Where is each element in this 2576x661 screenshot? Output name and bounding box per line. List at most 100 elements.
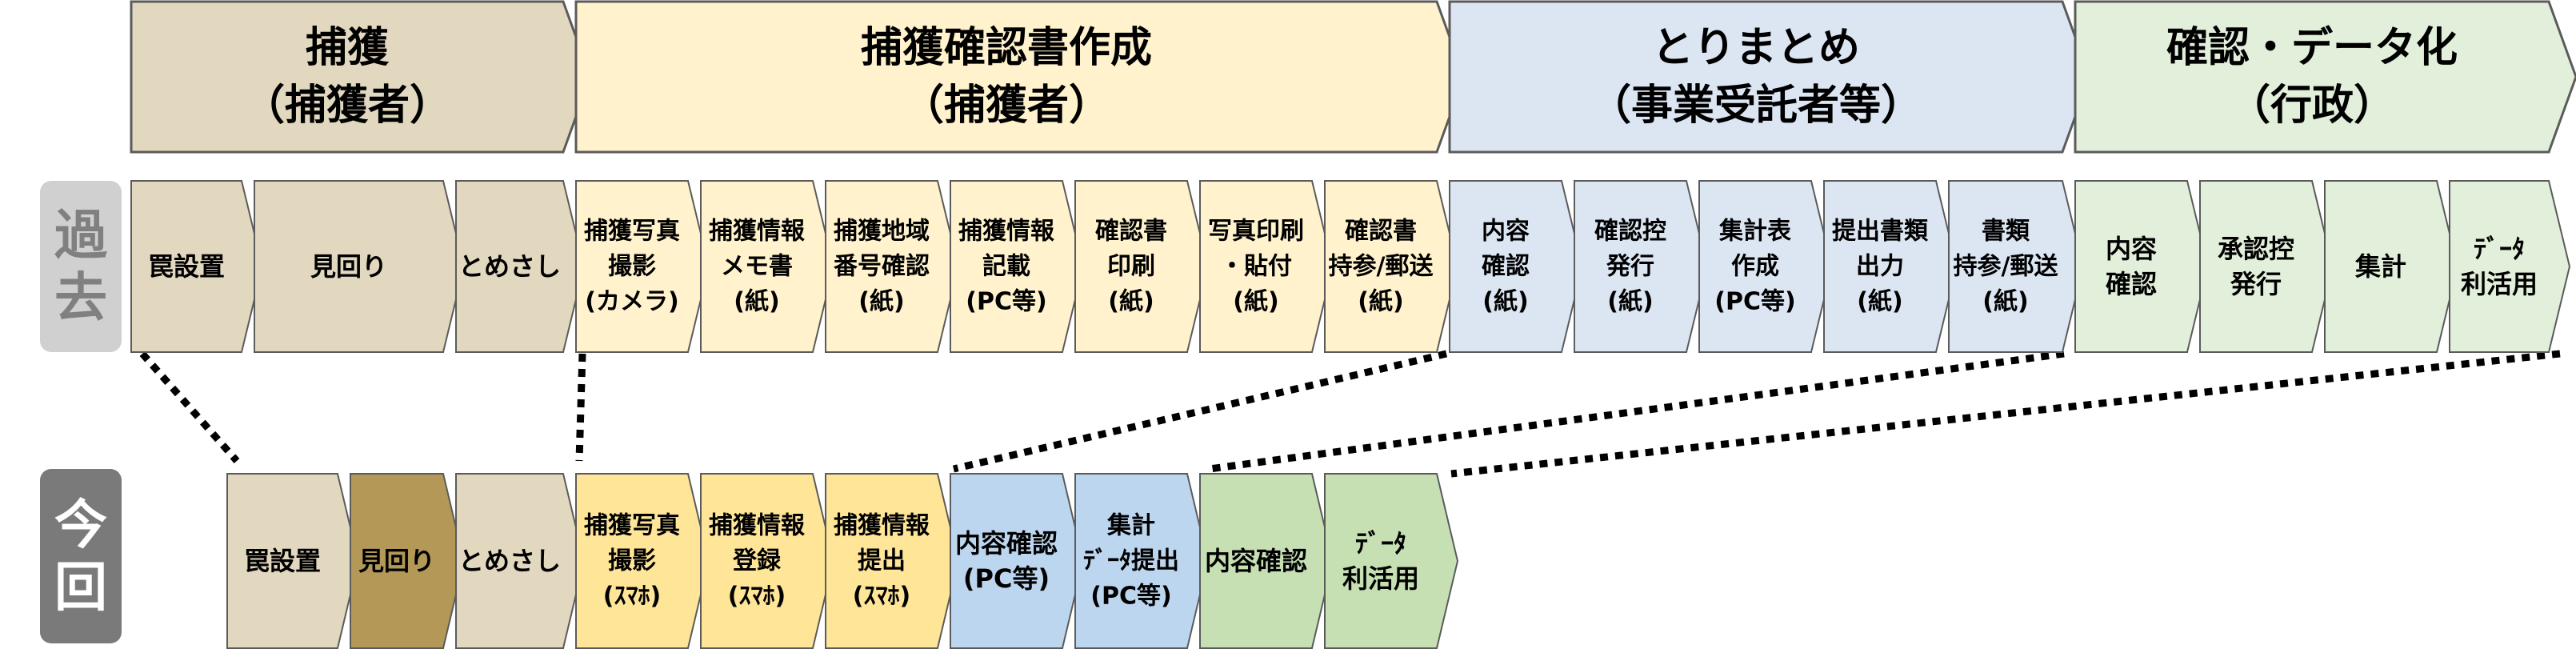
current-step: 内容確認 [1199,473,1334,649]
step-chevron [1948,180,2085,353]
step-chevron [1698,180,1834,353]
step-label: 確認 [1482,253,1530,281]
step-label: 内容 [2106,234,2157,264]
step-label: 集計 [1106,512,1155,540]
step-label: 捕獲写真 [584,512,680,540]
step-chevron [1199,473,1334,649]
phase-title: とりまとめ [1652,24,1860,72]
step-chevron [575,180,710,353]
step-chevron [2324,180,2459,353]
step-label: (紙) [858,288,904,316]
step-chevron [575,473,710,649]
step-label: 提出書類 [1832,218,1929,246]
past-step: とめさし [455,180,586,353]
step-label: 発行 [1606,253,1654,281]
phase-header-row: 捕獲（捕獲者）捕獲確認書作成（捕獲者）とりまとめ（事業受託者等）確認・データ化（… [130,0,2576,154]
dotted-connector [1209,350,2065,473]
step-chevron [1574,180,1709,353]
step-label: (紙) [1857,288,1902,316]
step-label: (PC等) [963,563,1050,594]
step-label: 撮影 [608,253,656,281]
row-label-char: 回 [54,557,107,619]
phase-title: （捕獲者） [243,82,451,130]
current-step: ﾃﾞｰﾀ 利活用 [1324,473,1459,649]
step-label: とめさし [458,251,561,282]
step-chevron [226,473,360,649]
past-process-row: 罠設置見回りとめさし捕獲写真撮影(カメラ)捕獲情報メモ書(紙)捕獲地域番号確認(… [130,180,2571,353]
phase-header: とりまとめ（事業受託者等） [1448,0,2091,154]
step-chevron [455,473,586,649]
step-label: (紙) [1108,288,1154,316]
step-label: 出力 [1856,253,1904,281]
step-label: 罠設置 [148,251,225,282]
step-label: 利活用 [1342,563,1419,594]
step-label: (ｽﾏﾎ) [853,583,910,611]
step-chevron [825,180,960,353]
step-label: ・貼付 [1220,253,1292,281]
step-label: (PC等) [966,288,1046,316]
dotted-connector [1450,350,2561,478]
current-step: とめさし [455,473,586,649]
step-chevron [700,473,835,649]
step-label: 捕獲情報 [958,218,1055,246]
phase-title: 捕獲確認書作成 [861,24,1152,72]
step-label: 書類 [1982,218,2030,246]
step-label: (紙) [1233,288,1278,316]
step-label: 持参/郵送 [1954,253,2058,281]
step-label: 確認書 [1345,218,1417,246]
row-label-now: 今回 [40,469,122,643]
step-label: 確認控 [1594,218,1666,246]
step-label: (ｽﾏﾎ) [728,583,786,611]
past-step: 写真印刷・貼付 (紙) [1199,180,1334,353]
past-step: 内容確認(紙) [1449,180,1584,353]
step-chevron [350,473,466,649]
step-label: (紙) [1358,288,1403,316]
current-step: 罠設置 [226,473,360,649]
step-label: ﾃﾞｰﾀ提出 [1083,547,1179,575]
row-label-char: 今 [54,495,107,556]
step-label: 利活用 [2461,269,2538,299]
step-label: 番号確認 [834,253,930,281]
step-label: 写真印刷 [1208,218,1304,246]
step-label: ﾃﾞｰﾀ [1355,528,1406,559]
step-chevron [1074,473,1210,649]
step-label: 記載 [982,253,1030,281]
row-label-char: 過 [54,205,108,266]
step-chevron [130,180,264,353]
step-chevron [2449,180,2571,353]
phase-chevron [2074,0,2576,154]
step-label: 印刷 [1107,253,1155,281]
step-label: ﾃﾞｰﾀ [2474,234,2525,264]
row-label-box [40,181,122,352]
step-label: 捕獲情報 [709,218,806,246]
step-label: (紙) [1982,288,2028,316]
step-chevron [1324,473,1459,649]
step-label: 内容 [1482,218,1530,246]
past-step: 集計 [2324,180,2459,353]
step-label: とめさし [458,546,561,576]
step-chevron [700,180,835,353]
step-chevron [1199,180,1334,353]
step-label: 撮影 [608,547,656,575]
phase-header: 捕獲確認書作成（捕獲者） [574,0,1466,154]
past-step: 罠設置 [130,180,264,353]
current-process-row: 罠設置見回りとめさし捕獲写真撮影(ｽﾏﾎ)捕獲情報登録(ｽﾏﾎ)捕獲情報提出(ｽ… [226,473,1459,649]
current-step: 見回り [350,473,466,649]
step-label: メモ書 [721,253,793,281]
step-label: 罠設置 [244,546,321,576]
step-chevron [2199,180,2334,353]
step-chevron [254,180,466,353]
phase-header: 捕獲（捕獲者） [130,0,592,154]
